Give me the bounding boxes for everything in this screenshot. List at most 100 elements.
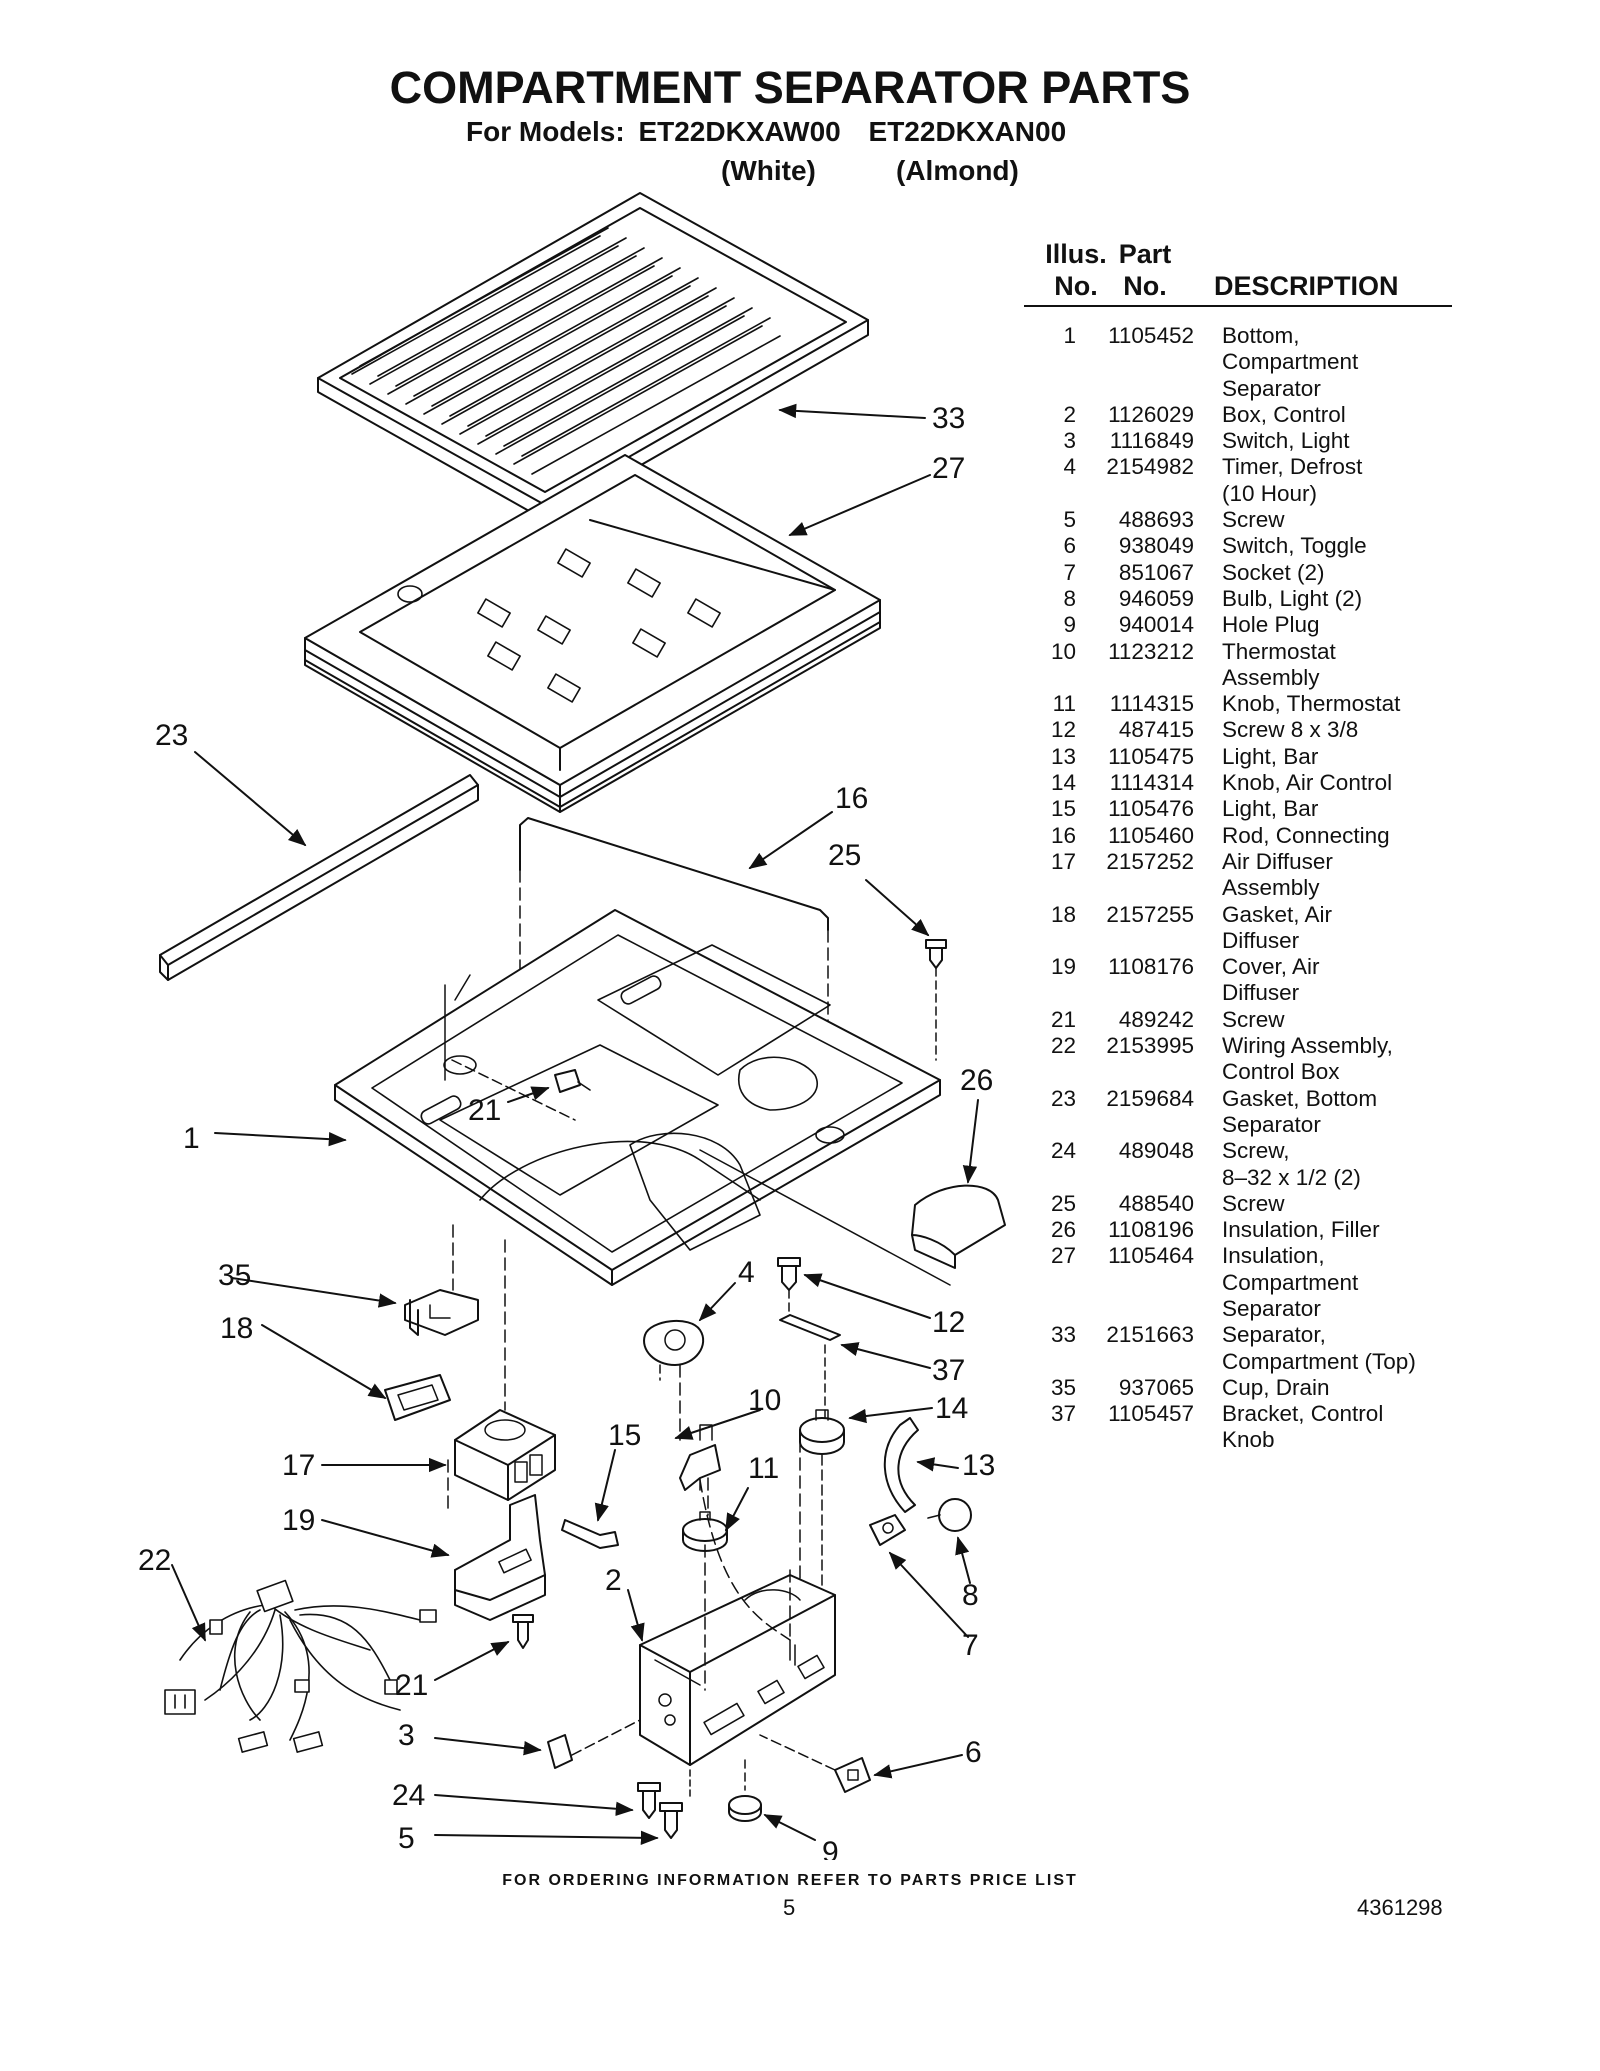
part-description: Assembly [1222, 875, 1320, 901]
part-description: 8–32 x 1/2 (2) [1222, 1164, 1361, 1190]
header-illus: Illus. No. [1026, 238, 1126, 302]
illus-number: 17 [1050, 848, 1076, 874]
part-description: Compartment [1222, 349, 1359, 375]
part-number [1076, 928, 1194, 954]
part-number [1076, 980, 1194, 1006]
callout-25: 25 [828, 839, 861, 872]
part-number [1076, 1296, 1194, 1322]
part-description: Switch, Light [1222, 428, 1350, 454]
part-number: 2153995 [1106, 1033, 1194, 1059]
part-22-wiring-harness [164, 1579, 437, 1753]
illus-number [1000, 349, 1076, 375]
leader-arrows [171, 403, 979, 1845]
callout-5: 5 [398, 1822, 415, 1855]
part-number: 851067 [1118, 559, 1194, 585]
parts-row-continuation: Separator [1000, 1112, 1450, 1138]
illus-number [1000, 1349, 1076, 1375]
part-26-insulation-filler [911, 1184, 1006, 1269]
part-description: Separator, [1222, 1322, 1326, 1348]
part-number: 1108176 [1108, 954, 1194, 980]
model-white: ET22DKXAW00 [638, 116, 841, 147]
document-number: 4361298 [1357, 1895, 1443, 1920]
part-number: 1126029 [1108, 401, 1194, 427]
parts-row-continuation: Compartment (Top) [1000, 1349, 1450, 1375]
callout-37: 37 [932, 1354, 965, 1387]
callout-21-upper: 21 [468, 1094, 501, 1127]
part-description: Switch, Toggle [1222, 533, 1367, 559]
callout-35: 35 [218, 1259, 251, 1292]
part-24-screws [637, 1769, 691, 1839]
part-number: 1116849 [1109, 428, 1194, 454]
part-21-lower-screw [512, 1614, 534, 1649]
illus-number: 33 [1050, 1322, 1076, 1348]
part-description: Separator [1222, 1111, 1321, 1137]
illus-number [1000, 481, 1076, 507]
part-number [1076, 1270, 1194, 1296]
callout-16: 16 [835, 782, 868, 815]
part-description: Thermostat [1222, 638, 1336, 664]
illus-number: 25 [1050, 1190, 1076, 1216]
part-number [1076, 1427, 1194, 1453]
callout-33: 33 [932, 402, 965, 435]
header-illus-line1: Illus. [1045, 239, 1107, 269]
part-number: 937065 [1118, 1374, 1194, 1400]
illus-number: 16 [1050, 822, 1076, 848]
illus-number [1000, 1112, 1076, 1138]
part-2-control-box [639, 1574, 836, 1791]
illus-number [1000, 1270, 1076, 1296]
callout-3: 3 [398, 1719, 415, 1752]
part-number [1076, 376, 1194, 402]
part-6-toggle-switch [759, 1734, 871, 1793]
callout-17: 17 [282, 1449, 315, 1482]
part-description: Compartment (Top) [1222, 1348, 1416, 1374]
illus-number: 19 [1050, 954, 1076, 980]
illus-number: 35 [1050, 1374, 1076, 1400]
part-number: 489242 [1118, 1006, 1194, 1032]
part-12-screw [777, 1257, 801, 1321]
illus-number: 2 [1063, 401, 1076, 427]
part-description: Knob [1222, 1427, 1275, 1453]
part-23-gasket-bar [159, 774, 479, 981]
header-part-line1: Part [1118, 239, 1172, 269]
illus-number: 37 [1050, 1401, 1076, 1427]
illus-number: 1 [1063, 323, 1076, 348]
models-label: For Models: [466, 116, 625, 147]
callout-1: 1 [183, 1122, 200, 1155]
part-description: Screw 8 x 3/8 [1222, 717, 1359, 743]
part-number: 2159684 [1106, 1085, 1194, 1111]
part-description: Timer, Defrost [1222, 454, 1363, 480]
illus-number: 5 [1063, 507, 1076, 533]
part-number: 2157252 [1106, 848, 1194, 874]
part-9-hole-plug [728, 1795, 762, 1822]
part-number [1076, 1112, 1194, 1138]
part-37-bracket [779, 1314, 841, 1421]
part-description: Separator [1222, 375, 1321, 401]
callout-22: 22 [138, 1544, 171, 1577]
illus-number [1000, 875, 1076, 901]
illus-number: 3 [1063, 428, 1076, 454]
part-description: Screw [1222, 1190, 1285, 1216]
part-number: 1105476 [1108, 796, 1194, 822]
page-number: 5 [783, 1895, 796, 1920]
illus-number [1000, 1296, 1076, 1322]
illus-number [1000, 1165, 1076, 1191]
part-description: Insulation, Filler [1222, 1217, 1380, 1243]
exploded-parts-diagram: 33 27 23 16 25 26 21 1 35 18 4 12 37 10 … [138, 192, 1006, 1860]
model-line: For Models: ET22DKXAW00 ET22DKXAN00 [466, 116, 1066, 148]
part-35-drain-cup [404, 1289, 479, 1336]
part-number: 946059 [1118, 585, 1194, 611]
illus-number: 14 [1050, 770, 1076, 796]
part-number: 1108196 [1108, 1217, 1194, 1243]
illus-number [1000, 1427, 1076, 1453]
